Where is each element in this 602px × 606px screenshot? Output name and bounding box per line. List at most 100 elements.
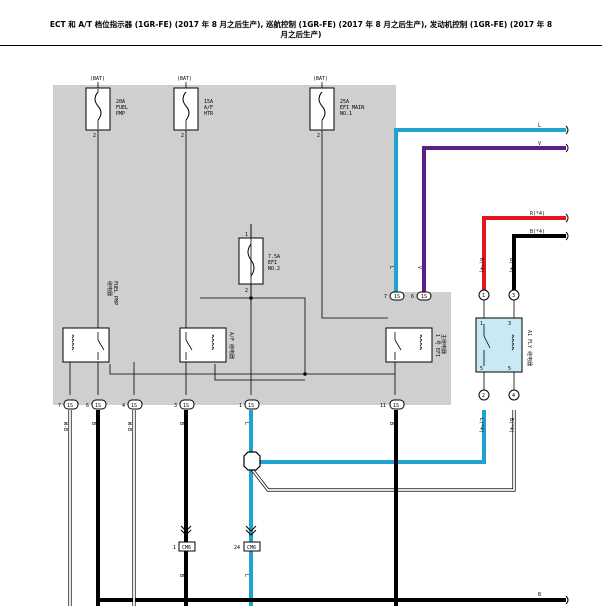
fuse-pin-top: 1 — [245, 232, 248, 238]
relay-af: A/F 继电器 — [179, 327, 235, 363]
wire-label-b-3: B — [178, 422, 184, 425]
connector-cm6-1: CM6 1 — [173, 525, 196, 552]
svg-text:4: 4 — [512, 393, 515, 399]
fuse-source: (BAT) — [177, 76, 192, 82]
fuse-source: (BAT) — [90, 76, 105, 82]
svg-text:1S: 1S — [95, 403, 101, 409]
relay-pin: 5 — [480, 366, 483, 372]
svg-text:3: 3 — [512, 293, 515, 299]
connector-top-6: 1S 6 — [411, 291, 432, 301]
title-rule — [0, 45, 602, 46]
wire-black-right — [512, 234, 566, 290]
svg-text:24: 24 — [234, 545, 240, 551]
wire-label-l-1: L — [243, 422, 249, 425]
svg-text:6: 6 — [411, 294, 414, 300]
connector-cm6-24: CM6 24 — [234, 525, 261, 552]
svg-text:1S: 1S — [421, 294, 427, 300]
fuse-name-1: FUEL — [116, 105, 128, 111]
svg-text:1: 1 — [173, 545, 176, 551]
fuse-af-htr: (BAT) 15A A/F HTR 2 — [173, 76, 214, 139]
wire-blue-right — [258, 410, 486, 464]
connector-bottom-row: 1S 7 1S 6 1S 4 1S 3 1S 1 1S 11 — [58, 399, 405, 410]
wire-red — [482, 216, 566, 290]
svg-text:6: 6 — [86, 403, 89, 409]
connector-r3: 3 — [508, 289, 520, 301]
wire-label-b-11: B — [388, 422, 394, 425]
fuse-efi-main: (BAT) 25A EFI MAIN NO.1 2 — [309, 76, 364, 139]
relay-label: A/F 继电器 — [228, 332, 235, 359]
connector-top-7: 1S 7 — [384, 291, 405, 301]
fuse-pin: 2 — [317, 133, 320, 139]
fuse-pin: 2 — [93, 133, 96, 139]
junction-dot — [303, 372, 307, 376]
wire-label-b-6: B — [90, 422, 96, 425]
svg-text:1S: 1S — [131, 403, 137, 409]
connector-r2: 2 — [478, 389, 490, 401]
internal-wiring — [69, 130, 515, 395]
svg-text:2: 2 — [482, 393, 485, 399]
wire-label-b4-vert: B(*4) — [508, 258, 514, 273]
wire-labels: L V R(*4) B(*4) B L V R(*4) B(*4) L(*4) … — [62, 123, 545, 598]
wire-label-b-cm: B — [178, 574, 184, 577]
fuse-pin: 2 — [245, 288, 248, 294]
wire-label-b4: B(*4) — [530, 229, 545, 235]
svg-text:1: 1 — [482, 293, 485, 299]
fuse-pin: 2 — [181, 133, 184, 139]
svg-text:1S: 1S — [183, 403, 189, 409]
svg-text:11: 11 — [380, 403, 386, 409]
wire-violet-v — [422, 146, 566, 295]
connector-r1: 1 — [478, 289, 490, 301]
fuse-amp: 7.5A — [268, 254, 280, 260]
connector-r4: 4 — [508, 389, 520, 401]
wire-label-l4-vert: L(*4) — [478, 418, 484, 433]
svg-text:1S: 1S — [394, 294, 400, 300]
svg-text:1S: 1S — [248, 403, 254, 409]
svg-text:7: 7 — [58, 403, 61, 409]
fuse-name-2: PMP — [116, 111, 125, 117]
svg-text:CM6: CM6 — [247, 545, 256, 551]
relay-fuel-pmp: FUEL PMP 继电器 — [62, 281, 118, 363]
fuse-source: (BAT) — [313, 76, 328, 82]
wire-end-caps — [565, 125, 569, 605]
svg-text:4: 4 — [122, 403, 125, 409]
relay-label-2: 主继电器 — [440, 334, 447, 354]
diagram-title: ECT 和 A/T 档位指示器 (1GR-FE) (2017 年 8 月之后生产… — [0, 20, 602, 40]
fuse-name-2: NO.2 — [268, 266, 280, 272]
wire-label-wb-4: W-B — [126, 422, 132, 431]
fuse-name-2: HTR — [204, 111, 214, 117]
svg-text:7: 7 — [384, 294, 387, 300]
wire-label-wb-7: W-B — [62, 422, 68, 431]
wire-label-l-vert: L — [388, 266, 394, 269]
svg-text:1S: 1S — [393, 403, 399, 409]
wire-label-r4-vert: R(*4) — [478, 258, 484, 273]
relay-label: A1 FLY 继电器 — [526, 330, 533, 366]
fuse-amp: 25A — [340, 99, 349, 105]
fuse-name-1: A/F — [204, 105, 213, 111]
title-line-1: ECT 和 A/T 档位指示器 (1GR-FE) (2017 年 8 月之后生产… — [49, 20, 553, 29]
wire-label-v: V — [538, 141, 541, 147]
wire-label-l: L — [538, 123, 541, 129]
splice-point — [243, 451, 261, 471]
relay-label-2: 继电器 — [106, 281, 113, 296]
junction-dot — [249, 296, 253, 300]
wire-label-v-vert: V — [416, 266, 422, 269]
fuse-name-1: EFI — [268, 260, 277, 266]
relay-pin: 3 — [508, 321, 511, 327]
wire-label-b-bottom: B — [538, 592, 541, 598]
title-line-2: 月之后生产) — [280, 30, 322, 39]
relay-label-1: FUEL PMP — [112, 281, 118, 305]
relay-a1-fly: A1 FLY 继电器 1 3 5 5 — [475, 317, 533, 373]
wire-blue-l — [394, 128, 566, 295]
relay-pin: 1 — [480, 321, 483, 327]
fuse-amp: 15A — [204, 99, 213, 105]
wire-label-r4: R(*4) — [530, 211, 545, 217]
svg-text:1: 1 — [239, 403, 242, 409]
wire-label-b4-bottom: B(*4) — [508, 418, 514, 433]
relay-pin: 5 — [508, 366, 511, 372]
fuse-name-1: EFI MAIN — [340, 105, 364, 111]
wire-label-l-cm: L — [243, 574, 249, 577]
svg-text:CM6: CM6 — [182, 545, 191, 551]
relay-label-1: 1 号 EFI — [434, 334, 440, 357]
wire-white-outline — [249, 410, 516, 492]
fuse-amp: 20A — [116, 99, 125, 105]
